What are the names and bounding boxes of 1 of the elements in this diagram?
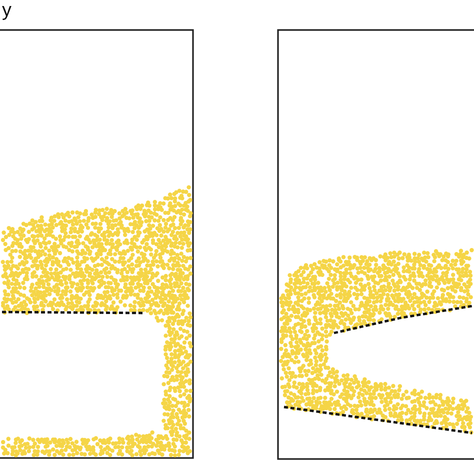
panel-title: y bbox=[2, 0, 12, 22]
